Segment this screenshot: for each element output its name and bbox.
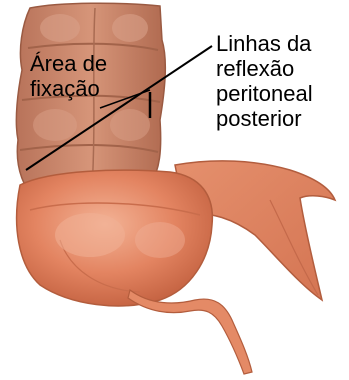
label-fixation-area-line1: Área de [30,51,107,76]
label-reflection-line4: posterior [216,106,313,131]
label-reflection-lines: Linhas da reflexão peritoneal posterior [216,31,313,131]
appendix [128,290,252,374]
label-fixation-area-line2: fixação [30,76,107,101]
label-reflection-line2: reflexão [216,56,313,81]
label-fixation-area: Área de fixação [30,51,107,101]
label-reflection-line3: peritoneal [216,81,313,106]
label-reflection-line1: Linhas da [216,31,313,56]
